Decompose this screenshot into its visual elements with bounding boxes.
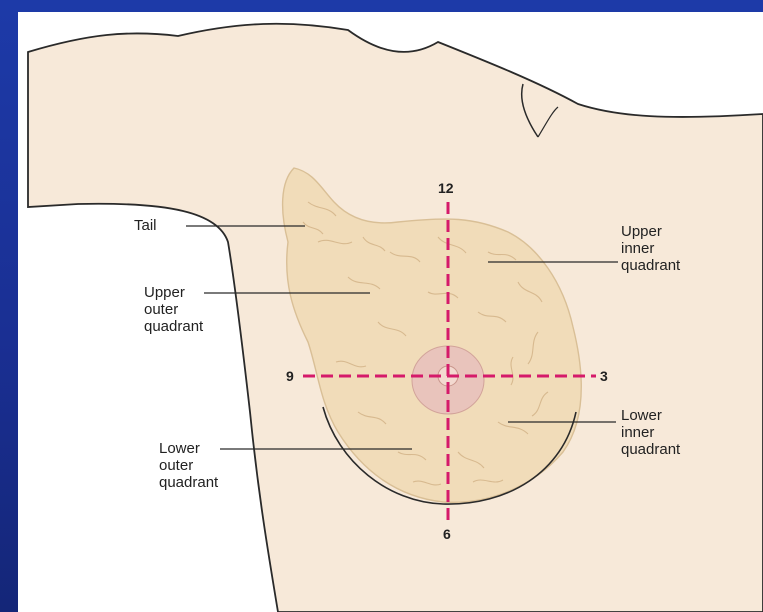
clock-3: 3 bbox=[600, 368, 608, 384]
label-lower-outer-quadrant: Lower outer quadrant bbox=[159, 440, 218, 491]
label-lower-inner-quadrant: Lower inner quadrant bbox=[621, 407, 680, 458]
label-upper-outer-quadrant: Upper outer quadrant bbox=[144, 284, 203, 335]
clock-12: 12 bbox=[438, 180, 454, 196]
label-upper-inner-quadrant: Upper inner quadrant bbox=[621, 223, 680, 274]
label-tail: Tail bbox=[134, 217, 157, 234]
diagram-panel: Tail Upper outer quadrant Upper inner qu… bbox=[18, 12, 763, 612]
clock-6: 6 bbox=[443, 526, 451, 542]
clock-9: 9 bbox=[286, 368, 294, 384]
breast-quadrant-diagram bbox=[18, 12, 763, 612]
